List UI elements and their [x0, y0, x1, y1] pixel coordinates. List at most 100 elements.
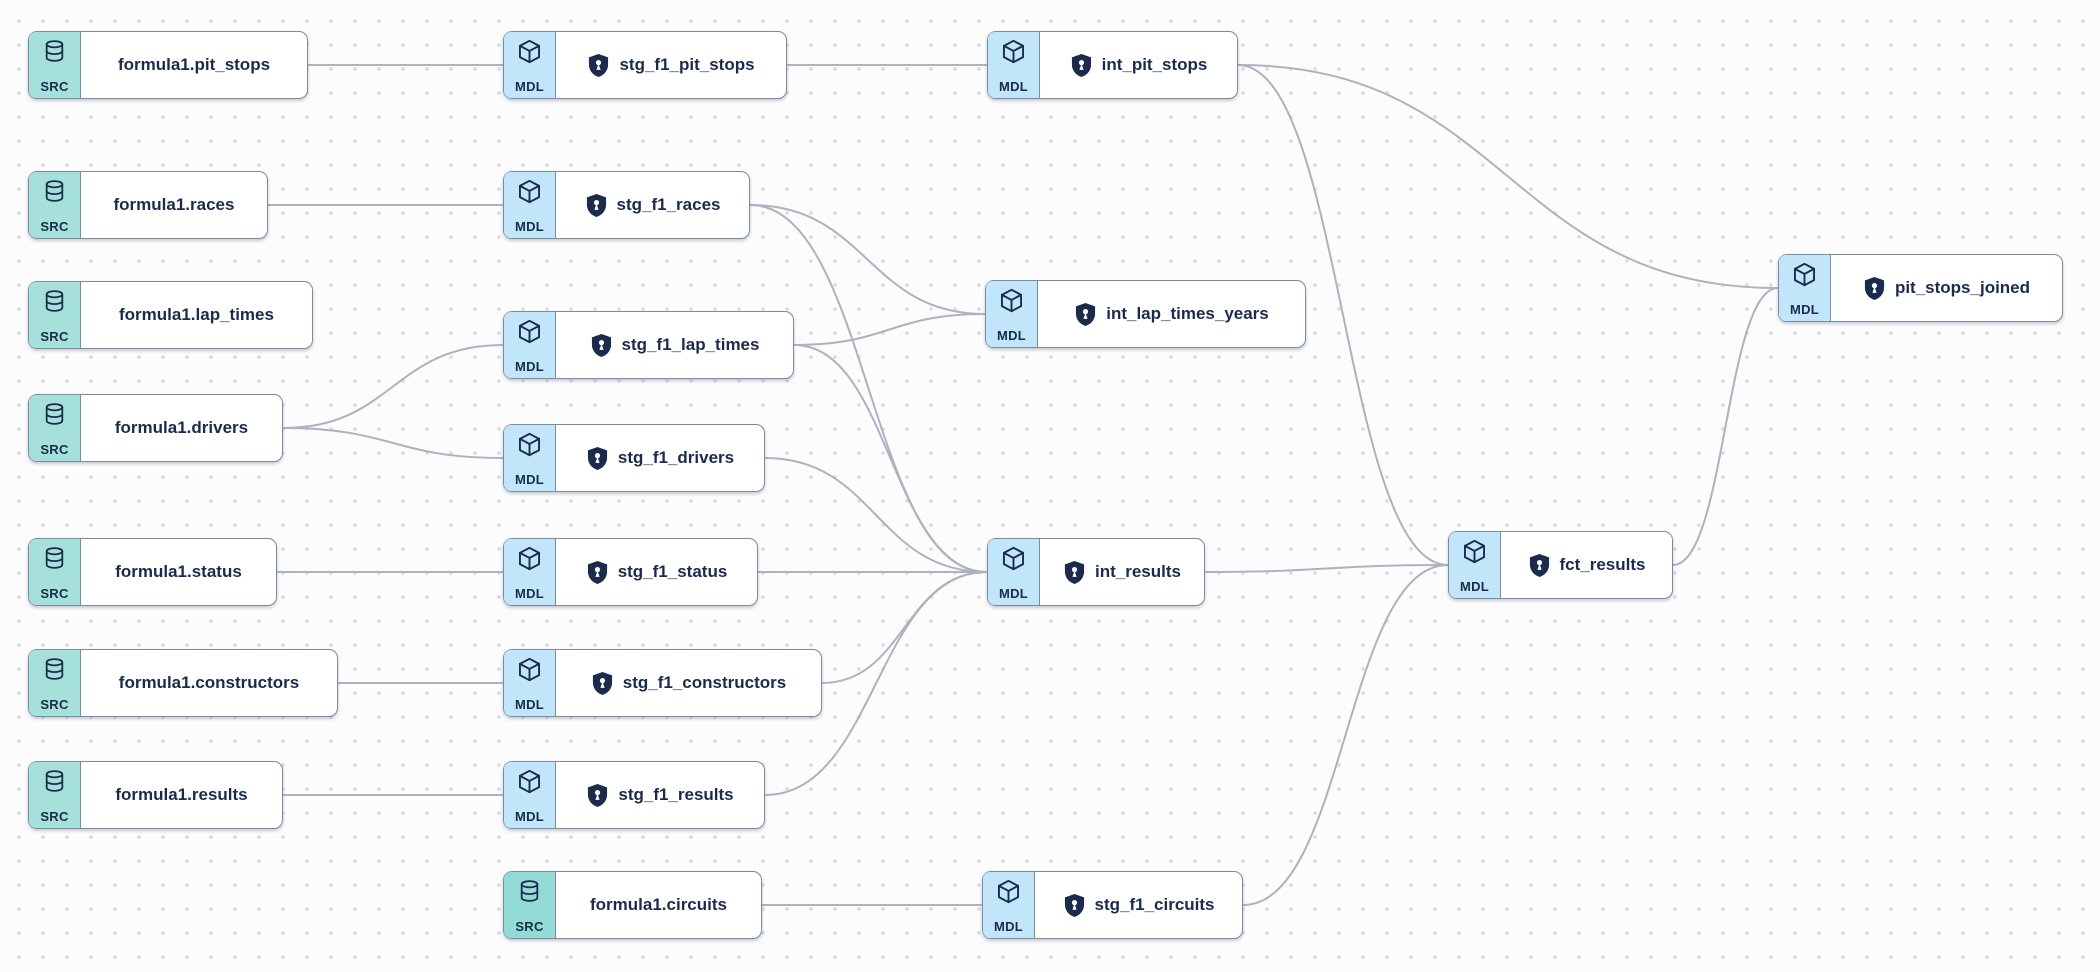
node-stg-f1-results[interactable]: MDL stg_f1_results — [503, 761, 765, 829]
node-type-badge: MDL — [514, 359, 545, 374]
model-icon-panel: MDL — [504, 650, 556, 716]
node-body: formula1.drivers — [81, 395, 282, 461]
shield-icon — [586, 783, 609, 808]
node-body: stg_f1_races — [556, 172, 749, 238]
cube-icon — [998, 287, 1025, 314]
shield-icon — [1070, 53, 1093, 78]
node-body: int_lap_times_years — [1038, 281, 1305, 347]
cube-icon — [516, 431, 543, 458]
node-label: fct_results — [1559, 555, 1646, 574]
shield-icon — [1063, 893, 1086, 918]
node-src-pit-stops[interactable]: SRC formula1.pit_stops — [28, 31, 308, 99]
node-body: int_pit_stops — [1040, 32, 1237, 98]
node-src-lap-times[interactable]: SRC formula1.lap_times — [28, 281, 313, 349]
node-label: int_results — [1095, 562, 1181, 581]
cube-icon — [516, 545, 543, 572]
model-icon-panel: MDL — [504, 172, 556, 238]
node-type-badge: MDL — [514, 79, 545, 94]
model-icon-panel: MDL — [988, 539, 1040, 605]
source-icon-panel: SRC — [29, 650, 81, 716]
node-type-badge: MDL — [1789, 302, 1820, 317]
edge-int-pit-stops-pit-stops-joined — [1237, 64, 1779, 289]
shield-icon — [1063, 560, 1086, 585]
node-body: formula1.results — [81, 762, 282, 828]
edge-stg-f1-lap-times-int-lap-times-years — [793, 313, 986, 346]
node-type-badge: MDL — [1459, 579, 1490, 594]
node-body: formula1.lap_times — [81, 282, 312, 348]
node-type-badge: MDL — [514, 219, 545, 234]
node-body: stg_f1_pit_stops — [556, 32, 786, 98]
node-type-badge: MDL — [998, 79, 1029, 94]
node-int-lap-times-years[interactable]: MDL int_lap_times_years — [985, 280, 1306, 348]
cube-icon — [516, 318, 543, 345]
cube-icon — [1461, 538, 1488, 565]
node-stg-f1-races[interactable]: MDL stg_f1_races — [503, 171, 750, 239]
edge-stg-f1-constructors-int-results — [821, 571, 988, 684]
node-fct-results[interactable]: MDL fct_results — [1448, 531, 1673, 599]
node-type-badge: MDL — [514, 472, 545, 487]
shield-icon — [586, 446, 609, 471]
database-icon — [42, 401, 67, 428]
node-stg-f1-constructors[interactable]: MDL stg_f1_constructors — [503, 649, 822, 717]
node-type-badge: SRC — [40, 219, 69, 234]
model-icon-panel: MDL — [983, 872, 1035, 938]
node-type-badge: SRC — [40, 79, 69, 94]
source-icon-panel: SRC — [29, 172, 81, 238]
node-body: formula1.status — [81, 539, 276, 605]
node-body: formula1.pit_stops — [81, 32, 307, 98]
node-body: stg_f1_drivers — [556, 425, 764, 491]
edge-int-results-fct-results — [1204, 564, 1449, 573]
node-type-badge: MDL — [514, 809, 545, 824]
node-label: stg_f1_constructors — [622, 673, 787, 692]
shield-icon — [1528, 553, 1551, 578]
node-label: stg_f1_pit_stops — [619, 55, 755, 74]
cube-icon — [995, 878, 1022, 905]
node-label: stg_f1_drivers — [617, 448, 735, 467]
node-type-badge: SRC — [40, 329, 69, 344]
model-icon-panel: MDL — [504, 539, 556, 605]
node-label: stg_f1_results — [618, 785, 734, 804]
shield-icon — [586, 560, 609, 585]
node-pit-stops-joined[interactable]: MDL pit_stops_joined — [1778, 254, 2063, 322]
edge-fct-results-pit-stops-joined — [1672, 287, 1779, 566]
node-label: int_lap_times_years — [1106, 304, 1269, 323]
node-type-badge: SRC — [40, 442, 69, 457]
edge-src-drivers-stg-f1-lap-times — [282, 344, 504, 429]
node-int-results[interactable]: MDL int_results — [987, 538, 1205, 606]
edge-stg-f1-drivers-int-results — [764, 457, 988, 573]
node-type-badge: MDL — [514, 586, 545, 601]
source-icon-panel: SRC — [29, 32, 81, 98]
shield-icon — [590, 333, 613, 358]
database-icon — [42, 545, 67, 572]
model-icon-panel: MDL — [1449, 532, 1501, 598]
edge-src-drivers-stg-f1-drivers — [282, 427, 504, 459]
node-type-badge: MDL — [996, 328, 1027, 343]
model-icon-panel: MDL — [504, 762, 556, 828]
node-type-badge: SRC — [40, 586, 69, 601]
node-label: stg_f1_races — [616, 195, 721, 214]
node-src-status[interactable]: SRC formula1.status — [28, 538, 277, 606]
cube-icon — [516, 656, 543, 683]
cube-icon — [1000, 38, 1027, 65]
node-label: int_pit_stops — [1101, 55, 1208, 74]
node-src-drivers[interactable]: SRC formula1.drivers — [28, 394, 283, 462]
shield-icon — [1074, 302, 1097, 327]
node-int-pit-stops[interactable]: MDL int_pit_stops — [987, 31, 1238, 99]
edge-stg-f1-results-int-results — [764, 571, 988, 796]
node-stg-f1-pit-stops[interactable]: MDL stg_f1_pit_stops — [503, 31, 787, 99]
model-icon-panel: MDL — [988, 32, 1040, 98]
node-body: stg_f1_constructors — [556, 650, 821, 716]
node-type-badge: SRC — [515, 919, 544, 934]
node-body: pit_stops_joined — [1831, 255, 2062, 321]
edge-stg-f1-circuits-fct-results — [1242, 564, 1449, 906]
node-stg-f1-drivers[interactable]: MDL stg_f1_drivers — [503, 424, 765, 492]
